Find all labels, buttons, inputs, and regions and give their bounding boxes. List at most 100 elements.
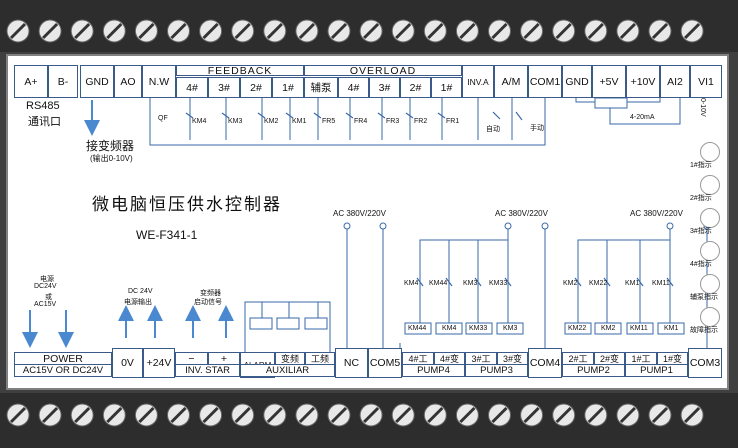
terminal-overload-1[interactable]: 1# [431, 77, 462, 98]
screw-terminal [584, 19, 608, 43]
coil-km3: KM3 [503, 325, 518, 332]
dc-output-label-1: DC 24V [128, 288, 153, 295]
screw-terminal [488, 403, 511, 427]
terminal-plus-24v[interactable]: +24V [143, 348, 175, 378]
auxiliar-label: AUXILIAR [240, 364, 335, 377]
indicator-label: 4#指示 [690, 261, 712, 268]
overload-group-label: OVERLOAD [304, 65, 462, 77]
screw-terminal [134, 19, 158, 43]
dc24v-label: DC24V [34, 283, 57, 290]
terminal-var-freq[interactable]: 变频 [275, 352, 305, 365]
km-feedback-4: KM4 [192, 118, 207, 125]
screw-terminal [231, 403, 255, 427]
terminal-vi1[interactable]: VI1 [690, 65, 722, 98]
terminal-overload-aux[interactable]: 辅泵 [304, 77, 338, 98]
screw-terminal [423, 19, 447, 43]
screw-terminal [584, 403, 608, 427]
manual-label: 手动 [530, 125, 544, 132]
screw-terminal [648, 403, 672, 427]
terminal-gnd[interactable]: GND [80, 65, 114, 98]
contactor-km33: KM33 [489, 280, 508, 287]
screw-terminal [359, 403, 383, 427]
screw-terminal [616, 403, 640, 427]
screw-terminal [455, 19, 479, 43]
contactor-km2: KM2 [563, 280, 578, 287]
indicator-led [700, 208, 720, 228]
terminal-a-plus[interactable]: A+ [14, 65, 48, 98]
terminal-feedback-3[interactable]: 3# [208, 77, 240, 98]
signal-arrows [22, 100, 234, 348]
potentiometer-symbol [594, 97, 628, 109]
screw-terminal [70, 403, 94, 427]
current-range-label: 4-20mA [630, 114, 655, 121]
screw-terminal [70, 19, 94, 43]
terminal-com5[interactable]: COM5 [368, 348, 402, 378]
power-group-label: POWER [14, 352, 112, 365]
controller-title: 微电脑恒压供水控制器 [92, 195, 282, 215]
km-feedback-3: KM3 [228, 118, 243, 125]
screw-terminal [134, 403, 158, 427]
screw-terminal [455, 403, 479, 427]
fr-5: FR5 [322, 118, 336, 125]
auto-label: 自动 [486, 126, 500, 133]
screw-terminal [263, 403, 287, 427]
indicator-label: 1#指示 [690, 162, 712, 169]
screw-terminal [552, 403, 576, 427]
screw-terminal [520, 19, 544, 43]
ac-voltage-label-pump12: AC 380V/220V [630, 209, 683, 218]
screw-terminal [680, 19, 704, 43]
dc-output-label-2: 电源输出 [124, 299, 152, 306]
screw-terminal [102, 403, 126, 427]
top-terminal-strip [0, 0, 738, 52]
indicator-label: 3#指示 [690, 228, 712, 235]
or-label: 或 [45, 294, 52, 301]
terminal-nc[interactable]: NC [335, 348, 368, 378]
terminal-plus-10v[interactable]: +10V [626, 65, 660, 98]
terminal-plus-5v[interactable]: +5V [592, 65, 626, 98]
terminal-0v[interactable]: 0V [112, 348, 143, 378]
terminal-com1[interactable]: COM1 [528, 65, 562, 98]
terminal-ao[interactable]: AO [114, 65, 142, 98]
coil-km2: KM2 [601, 325, 616, 332]
bottom-screw-row [6, 403, 704, 427]
indicator-led [700, 241, 720, 261]
terminal-overload-2[interactable]: 2# [400, 77, 431, 98]
terminal-overload-3[interactable]: 3# [369, 77, 400, 98]
terminal-overload-4[interactable]: 4# [338, 77, 369, 98]
terminal-com3[interactable]: COM3 [688, 348, 722, 378]
km-feedback-1: KM1 [292, 118, 307, 125]
screw-terminal [231, 19, 255, 43]
screw-terminal [199, 19, 223, 43]
power-spec-label[interactable]: AC15V OR DC24V [14, 364, 112, 377]
terminal-b-minus[interactable]: B- [48, 65, 78, 98]
coil-km1: KM1 [664, 325, 679, 332]
terminal-feedback-4[interactable]: 4# [176, 77, 208, 98]
screw-terminal [391, 19, 415, 43]
terminal-feedback-2[interactable]: 2# [240, 77, 272, 98]
screw-terminal [167, 403, 190, 427]
screw-terminal [6, 403, 30, 427]
model-number: WE-F341-1 [136, 228, 198, 242]
terminal-gnd-2[interactable]: GND [562, 65, 592, 98]
coil-km44: KM44 [408, 325, 427, 332]
qf-label: QF [158, 115, 168, 122]
terminal-ai2[interactable]: AI2 [660, 65, 690, 98]
ac-voltage-label-pump34: AC 380V/220V [495, 209, 548, 218]
inv-star-label: INV. STAR [175, 364, 240, 377]
terminal-feedback-1[interactable]: 1# [272, 77, 304, 98]
pump3-label: PUMP3 [465, 364, 528, 377]
indicator-led [700, 307, 720, 327]
indicator-led [700, 274, 720, 294]
terminal-inva[interactable]: INV.A [462, 65, 494, 98]
terminal-am[interactable]: A/M [494, 65, 528, 98]
terminal-com4[interactable]: COM4 [528, 348, 562, 378]
screw-terminal [102, 19, 126, 43]
indicator-label: 辅泵指示 [690, 294, 718, 301]
indicator-led [700, 142, 720, 162]
terminal-nw[interactable]: N.W [142, 65, 176, 98]
coil-km22: KM22 [568, 325, 587, 332]
rs485-label: RS485 [26, 100, 60, 112]
contactor-km3: KM3 [463, 280, 478, 287]
contact-switches [185, 111, 523, 121]
